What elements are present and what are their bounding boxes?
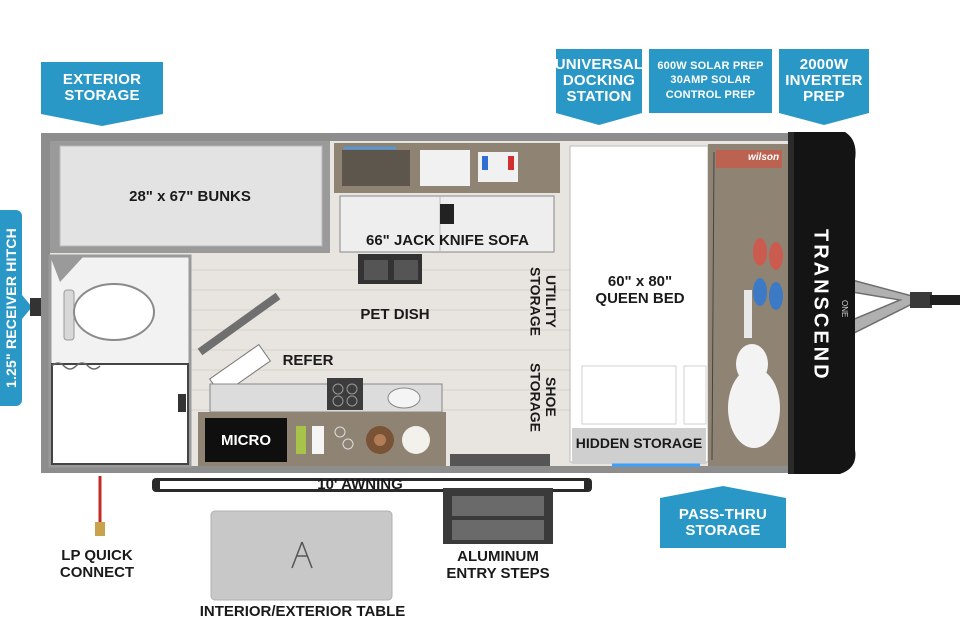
refer-label: REFER	[282, 352, 334, 369]
steps-line2: ENTRY STEPS	[446, 564, 550, 582]
exterior-storage-arrow	[41, 114, 163, 126]
shoes-icon	[753, 238, 783, 310]
shower-icon	[51, 363, 189, 465]
trailer-hitch-icon	[851, 279, 960, 336]
microwave	[205, 418, 287, 462]
micro-label: MICRO	[221, 432, 271, 449]
wilson-brand-text: wilson	[748, 152, 780, 163]
front-nose	[788, 132, 856, 474]
pet-dish-label: PET DISH	[360, 306, 430, 323]
transcend-logo-text: TRANSCEND	[809, 228, 832, 382]
solar-line3: CONTROL PREP	[665, 88, 756, 101]
sink-icon	[387, 387, 421, 409]
pass-thru-arrow	[660, 486, 786, 498]
aluminum-steps-label: ALUMINUM ENTRY STEPS	[438, 548, 558, 582]
awning-label: 10' AWNING	[317, 476, 403, 493]
rear-bumper	[30, 298, 42, 316]
shoe-storage-label: SHOE STORAGE	[527, 362, 558, 432]
exterior-storage-line2: STORAGE	[64, 87, 140, 104]
inverter-line1: 2000W	[799, 56, 849, 74]
table-compass-icon	[291, 541, 313, 569]
pass-thru-line1: PASS-THRU	[678, 506, 768, 524]
lp-line2: CONNECT	[59, 563, 135, 581]
queen-bed-label: 60" x 80" QUEEN BED	[580, 273, 700, 307]
solar-line1: 600W SOLAR PREP	[657, 59, 764, 72]
lp-quick-connect-label: LP QUICK CONNECT	[47, 547, 147, 581]
toilet-icon	[63, 283, 155, 341]
hidden-storage-label: HIDDEN STORAGE	[575, 435, 703, 451]
queen-bed-name: QUEEN BED	[595, 289, 685, 307]
guitar-icon	[728, 290, 780, 448]
steps-line1: ALUMINUM	[457, 548, 539, 565]
transcend-logo: TRANSCEND	[792, 170, 848, 440]
receiver-hitch-callout: 1.25" RECEIVER HITCH	[0, 210, 22, 406]
bunks-label: 28" x 67" BUNKS	[129, 188, 251, 205]
inverter-line3: PREP	[803, 87, 845, 105]
stove-icon	[327, 378, 363, 410]
transcend-sub: ONE	[840, 300, 849, 318]
pass-thru-line2: STORAGE	[685, 522, 761, 539]
utility-line2: STORAGE	[527, 266, 544, 336]
utility-line1: UTILITY	[542, 274, 559, 328]
shoe-line2: STORAGE	[527, 362, 544, 432]
inverter-arrow	[779, 113, 869, 125]
sofa-label: 66" JACK KNIFE SOFA	[366, 232, 529, 249]
docking-line1: UNIVERSAL	[554, 56, 644, 74]
queen-bed-size: 60" x 80"	[607, 273, 673, 290]
docking-line2: DOCKING	[562, 72, 636, 90]
lp-hose-icon	[95, 476, 105, 536]
pet-dish-icon	[358, 254, 422, 284]
lp-line1: LP QUICK	[61, 547, 133, 564]
exterior-storage-line1: EXTERIOR	[62, 71, 142, 89]
entry-steps	[443, 454, 553, 544]
shoe-line1: SHOE	[542, 377, 559, 417]
hidden-storage-bar	[572, 428, 706, 464]
inverter-line2: INVERTER	[785, 72, 863, 90]
docking-line3: STATION	[566, 87, 632, 105]
bunk-mattress	[59, 145, 323, 247]
receiver-hitch-arrow	[22, 295, 32, 319]
utility-storage-label: UTILITY STORAGE	[527, 262, 558, 340]
docking-arrow	[556, 113, 642, 125]
solar-line2: 30AMP SOLAR	[670, 74, 751, 87]
table-label: INTERIOR/EXTERIOR TABLE	[199, 603, 406, 620]
